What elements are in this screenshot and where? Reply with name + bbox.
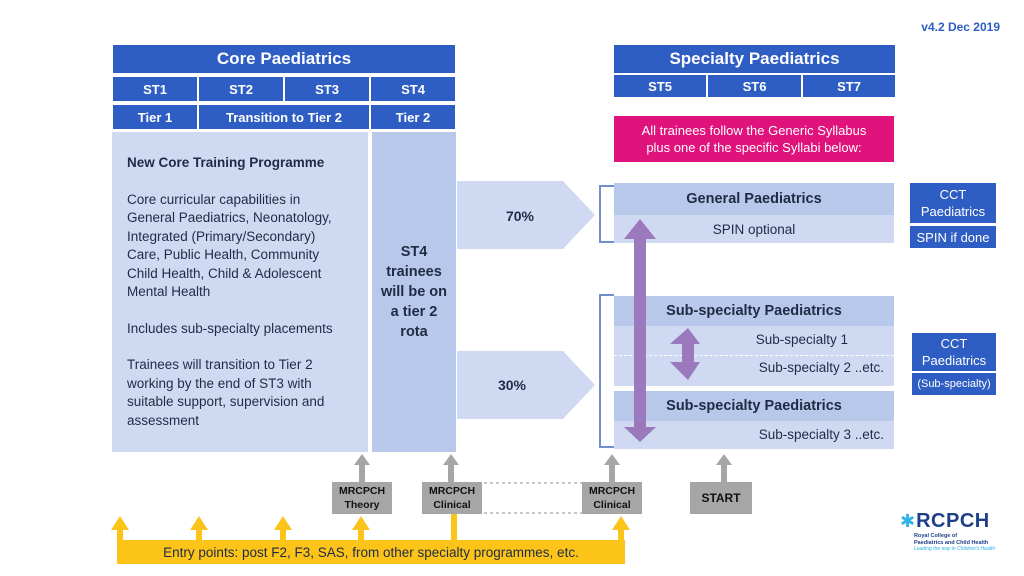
general-share-label: 70% (505, 208, 535, 224)
core-programme-panel: New Core Training Programme Core curricu… (112, 132, 368, 452)
subspecialty-2-label: Sub-specialty 2 ..etc. (758, 360, 884, 375)
clinical-1-up-arrow (443, 454, 459, 482)
subspecialty-title-b: Sub-specialty Paediatrics (614, 391, 894, 421)
syllabus-note: All trainees follow the Generic Syllabus… (614, 116, 894, 162)
general-paediatrics-title: General Paediatrics (614, 183, 894, 215)
specialty-paediatrics-header: Specialty Paediatrics (613, 44, 896, 74)
stage-st4: ST4 (370, 76, 456, 102)
rcpch-figure-icon: ✱ (900, 511, 916, 531)
clinical-dashed-link (478, 482, 584, 514)
sub-specialty-placements-text: Includes sub-specialty placements (127, 320, 333, 336)
subspecialty-switch-arrow (670, 328, 700, 380)
tier-2: Tier 2 (370, 104, 456, 130)
stage-st1: ST1 (112, 76, 198, 102)
st4-rota-note: ST4 trainees will be on a tier 2 rota (372, 132, 456, 452)
spin-if-done-badge: SPIN if done (910, 226, 996, 248)
pathway-switch-arrow (624, 219, 656, 442)
mrcpch-theory-exam: MRCPCH Theory (332, 482, 392, 514)
theory-up-arrow (354, 454, 370, 482)
subspecialty-title-a: Sub-specialty Paediatrics (614, 296, 894, 326)
subspecialty-list-b: Sub-specialty 3 ..etc. (614, 421, 894, 449)
clinical-2-up-arrow (604, 454, 620, 482)
programme-heading: New Core Training Programme (127, 155, 325, 170)
subspecialty-share-label: 30% (497, 377, 527, 393)
start-up-arrow (716, 454, 732, 482)
tier-transition-text: Trainees will transition to Tier 2 worki… (127, 357, 325, 428)
stage-st7: ST7 (802, 74, 896, 98)
stage-st2: ST2 (198, 76, 284, 102)
core-capabilities-text: Core curricular capabilities in General … (127, 191, 332, 300)
spin-optional-label: SPIN optional (614, 215, 894, 243)
subspecialty-flow-arrow (457, 351, 595, 419)
core-paediatrics-header: Core Paediatrics (112, 44, 456, 74)
cct-subspecialty-badge: CCT Paediatrics (912, 333, 996, 371)
rcpch-subtitle: Royal College of Paediatrics and Child H… (914, 533, 989, 546)
version-label: v4.2 Dec 2019 (921, 20, 1000, 34)
mrcpch-clinical-exam-2: MRCPCH Clinical (582, 482, 642, 514)
start-marker: START (690, 482, 752, 514)
pathway-connectors (599, 185, 700, 448)
mrcpch-clinical-exam-1: MRCPCH Clinical (422, 482, 482, 514)
subspecialty-bracket (599, 294, 614, 448)
rcpch-wordmark: RCPCH (916, 510, 990, 532)
rcpch-logo: ✱ RCPCH Royal College of Paediatrics and… (900, 510, 1010, 560)
entry-points-bar: Entry points: post F2, F3, SAS, from oth… (117, 540, 625, 564)
subspecialty-list-a: Sub-specialty 1 Sub-specialty 2 ..etc. (614, 326, 894, 386)
general-bracket (599, 185, 614, 243)
subspecialty-3-label: Sub-specialty 3 ..etc. (758, 427, 884, 442)
subspecialty-1-label: Sub-specialty 1 (755, 332, 848, 347)
tier-transition: Transition to Tier 2 (198, 104, 370, 130)
general-flow-arrow (457, 181, 595, 249)
rcpch-tagline: Leading the way in Children's Health (914, 546, 996, 552)
cct-paediatrics-badge: CCT Paediatrics (910, 183, 996, 223)
stage-st3: ST3 (284, 76, 370, 102)
flow-arrows (457, 181, 595, 419)
tier-1: Tier 1 (112, 104, 198, 130)
stage-st6: ST6 (707, 74, 802, 98)
stage-st5: ST5 (613, 74, 707, 98)
cct-subspecialty-qualifier: (Sub-specialty) (912, 373, 996, 395)
subspecialty-divider (614, 355, 894, 356)
